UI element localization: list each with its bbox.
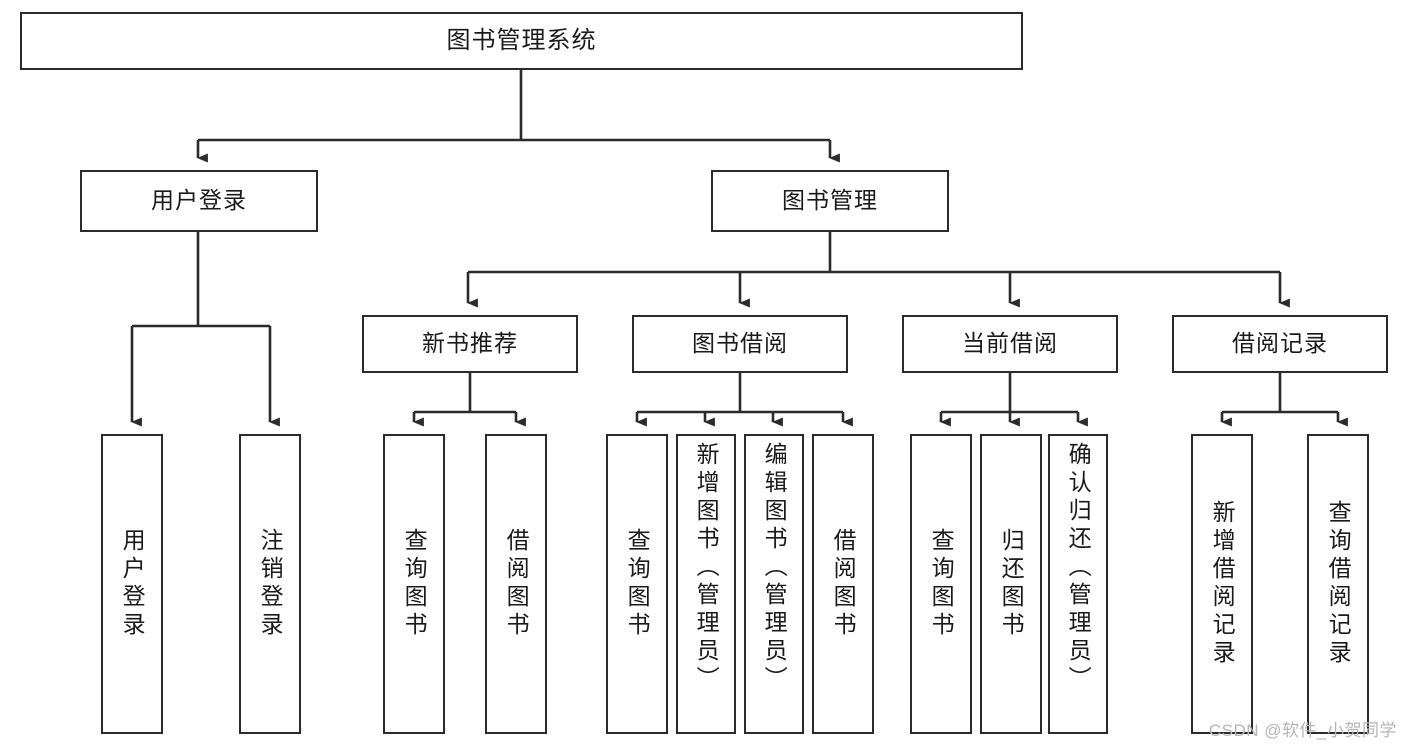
- node-root[interactable]: 图书管理系统: [20, 12, 1023, 70]
- node-user-login[interactable]: 用户登录: [80, 170, 318, 232]
- node-current-borrow-label: 当前借阅: [962, 330, 1058, 357]
- leaf-recommend-query-book[interactable]: 查询图书: [383, 434, 445, 734]
- node-new-book-recommend[interactable]: 新书推荐: [362, 315, 578, 373]
- node-borrow-record-label: 借阅记录: [1232, 330, 1328, 357]
- leaf-current-confirm-return-admin[interactable]: 确认归还（管理员）: [1048, 434, 1108, 734]
- leaf-label: 查询借阅记录: [1325, 500, 1352, 668]
- leaf-label: 确认归还（管理员）: [1065, 442, 1092, 694]
- leaf-label: 新增借阅记录: [1209, 500, 1236, 668]
- node-new-book-recommend-label: 新书推荐: [422, 330, 518, 357]
- node-book-borrow[interactable]: 图书借阅: [632, 315, 848, 373]
- leaf-label: 编辑图书（管理员）: [761, 442, 788, 694]
- node-root-label: 图书管理系统: [446, 26, 597, 54]
- leaf-label: 借阅图书: [830, 528, 857, 640]
- leaf-current-return-book[interactable]: 归还图书: [980, 434, 1042, 734]
- node-borrow-record[interactable]: 借阅记录: [1172, 315, 1388, 373]
- node-current-borrow[interactable]: 当前借阅: [902, 315, 1118, 373]
- leaf-user-login-logout[interactable]: 注销登录: [239, 434, 301, 734]
- node-book-management[interactable]: 图书管理: [711, 170, 949, 232]
- leaf-label: 借阅图书: [503, 528, 530, 640]
- leaf-label: 查询图书: [928, 528, 955, 640]
- leaf-label: 用户登录: [119, 528, 146, 640]
- node-book-borrow-label: 图书借阅: [692, 330, 788, 357]
- watermark: CSDN @软件_小贺同学: [1208, 721, 1397, 740]
- leaf-label: 查询图书: [624, 528, 651, 640]
- node-user-login-label: 用户登录: [151, 187, 247, 214]
- leaf-recommend-borrow-book[interactable]: 借阅图书: [485, 434, 547, 734]
- leaf-label: 注销登录: [257, 528, 284, 640]
- leaf-label: 新增图书（管理员）: [693, 442, 720, 694]
- leaf-borrow-add-book-admin[interactable]: 新增图书（管理员）: [676, 434, 736, 734]
- leaf-current-query-book[interactable]: 查询图书: [910, 434, 972, 734]
- leaf-borrow-borrow-book[interactable]: 借阅图书: [812, 434, 874, 734]
- leaf-record-add-record[interactable]: 新增借阅记录: [1191, 434, 1253, 734]
- leaf-borrow-query-book[interactable]: 查询图书: [606, 434, 668, 734]
- leaf-label: 归还图书: [998, 528, 1025, 640]
- leaf-record-query-record[interactable]: 查询借阅记录: [1307, 434, 1369, 734]
- leaf-label: 查询图书: [401, 528, 428, 640]
- leaf-borrow-edit-book-admin[interactable]: 编辑图书（管理员）: [744, 434, 804, 734]
- node-book-management-label: 图书管理: [782, 187, 878, 214]
- leaf-user-login-login[interactable]: 用户登录: [101, 434, 163, 734]
